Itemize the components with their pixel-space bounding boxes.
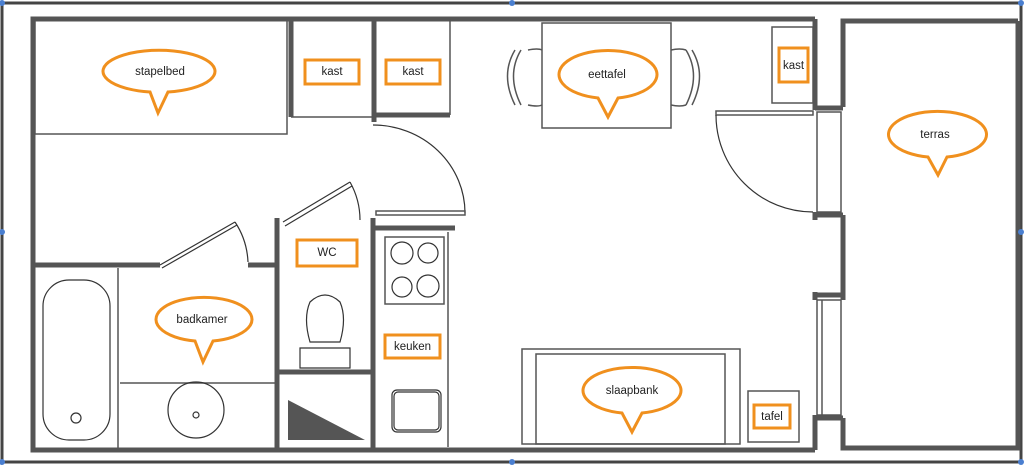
bathtub-drain [70, 412, 82, 424]
svg-text:badkamer: badkamer [176, 314, 227, 326]
svg-text:slaapbank: slaapbank [606, 385, 659, 397]
dining-table [541, 22, 672, 129]
svg-text:WC: WC [317, 247, 336, 259]
label-wc: WC [295, 238, 359, 268]
svg-text:tafel: tafel [761, 411, 783, 423]
svg-text:kast: kast [783, 60, 805, 72]
label-slaapbank: slaapbank [581, 365, 683, 436]
toilet [299, 294, 351, 369]
closet-right [771, 26, 814, 104]
walls [30, 16, 1021, 453]
label-kast-1: kast [303, 58, 361, 86]
side-table [747, 390, 800, 443]
bathtub [42, 279, 111, 441]
label-keuken: keuken [383, 333, 442, 360]
svg-text:kast: kast [402, 66, 424, 78]
label-stapelbed: stapelbed [101, 48, 217, 117]
label-badkamer: badkamer [154, 295, 254, 366]
svg-text:stapelbed: stapelbed [135, 66, 185, 78]
label-terras: terras [887, 109, 988, 179]
label-kast-2: kast [384, 58, 442, 86]
kitchen-sink [391, 389, 442, 433]
bunk-bed [34, 19, 288, 135]
svg-text:kast: kast [321, 66, 343, 78]
label-tafel: tafel [752, 403, 792, 430]
stove [384, 236, 445, 305]
svg-text:keuken: keuken [394, 341, 431, 353]
svg-text:eettafel: eettafel [588, 69, 626, 81]
chair-right [670, 48, 701, 107]
washbasin [167, 381, 225, 439]
shower-area [288, 400, 365, 440]
chair-left [506, 48, 543, 107]
sofa-bed [521, 348, 741, 445]
doors [159, 110, 814, 269]
label-eettafel: eettafel [557, 49, 659, 121]
label-kast-3: kast [777, 46, 810, 84]
svg-text:terras: terras [920, 129, 950, 141]
